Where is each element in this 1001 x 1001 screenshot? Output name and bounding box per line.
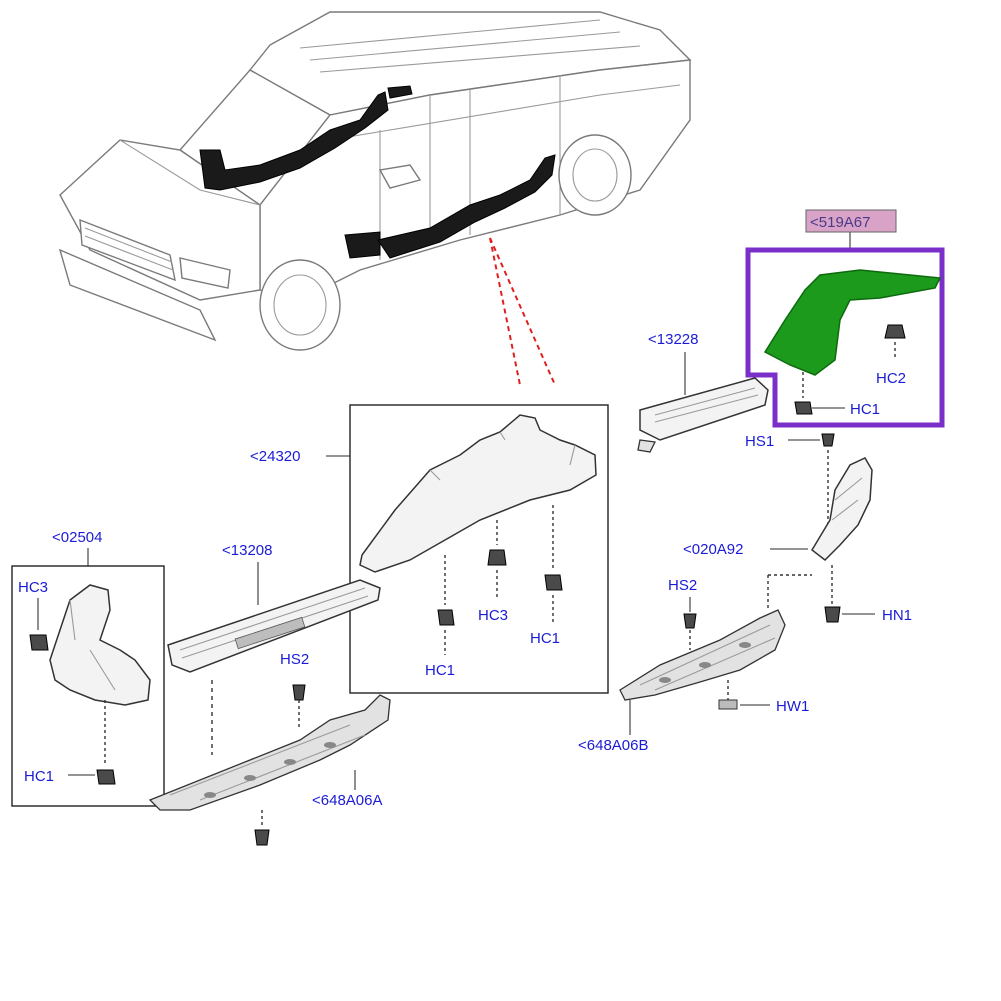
- fastener-label-hs2-right[interactable]: HS2: [668, 577, 697, 594]
- clip-hc1-icon: [794, 401, 813, 415]
- part-group-24320: <24320 HC3 HC1 HC1: [250, 404, 609, 694]
- clip-icon: [254, 829, 270, 846]
- part-label-648A06B[interactable]: <648A06B: [578, 737, 648, 754]
- part-label-13228[interactable]: <13228: [648, 331, 698, 348]
- clip-hc1-icon: [437, 609, 455, 626]
- part-label-13208[interactable]: <13208: [222, 542, 272, 559]
- part-tag-bg: [805, 209, 897, 233]
- part-648A06B: HS2 HW1 <648A06B: [578, 574, 812, 754]
- fastener-label-hs2-left[interactable]: HS2: [280, 651, 309, 668]
- part-label-02504[interactable]: <02504: [52, 529, 102, 546]
- fastener-label-hc1-center-right[interactable]: HC1: [530, 630, 560, 647]
- fastener-label-hc1-center-left[interactable]: HC1: [425, 662, 455, 679]
- washer-hw1-icon: [718, 699, 738, 710]
- part-020A92: HS1 <020A92 HN1: [683, 433, 912, 624]
- part-13228: <13228: [637, 331, 769, 453]
- part-label-24320[interactable]: <24320: [250, 448, 300, 465]
- part-label-519A67[interactable]: <519A67: [810, 214, 870, 231]
- part-label-648A06A[interactable]: <648A06A: [312, 792, 382, 809]
- fastener-label-hc2[interactable]: HC2: [876, 370, 906, 387]
- part-label-020A92[interactable]: <020A92: [683, 541, 743, 558]
- fastener-label-hc3-left[interactable]: HC3: [18, 579, 48, 596]
- screw-hs2-icon: [292, 684, 306, 701]
- fastener-label-hs1[interactable]: HS1: [745, 433, 774, 450]
- screw-hs2-icon: [683, 613, 697, 629]
- callout-pointers: [489, 237, 556, 386]
- part-648A06A: HS2 <648A06A: [148, 651, 391, 846]
- highlighted-part-shape: [763, 269, 942, 376]
- highlight-group-519A67: <519A67 HC2 HC1: [745, 209, 945, 428]
- clip-hc2-icon: [884, 324, 906, 339]
- clip-hc1-icon: [96, 769, 116, 785]
- highlight-frame: [745, 247, 945, 428]
- fastener-label-hc1-left[interactable]: HC1: [24, 768, 54, 785]
- clip-hc3-icon: [487, 549, 507, 566]
- part-13208: <13208: [167, 542, 381, 755]
- clip-hc3-icon: [29, 634, 49, 651]
- screw-hs1-icon: [821, 433, 835, 447]
- fastener-label-hc3-center[interactable]: HC3: [478, 607, 508, 624]
- part-group-02504: <02504 HC3 HC1: [11, 529, 165, 807]
- vehicle-illustration: [58, 11, 692, 351]
- clip-hc1-icon: [544, 574, 563, 591]
- fastener-label-hc1-top[interactable]: HC1: [850, 401, 880, 418]
- nut-hn1-icon: [824, 606, 841, 623]
- fastener-label-hw1[interactable]: HW1: [776, 698, 809, 715]
- fastener-label-hn1[interactable]: HN1: [882, 607, 912, 624]
